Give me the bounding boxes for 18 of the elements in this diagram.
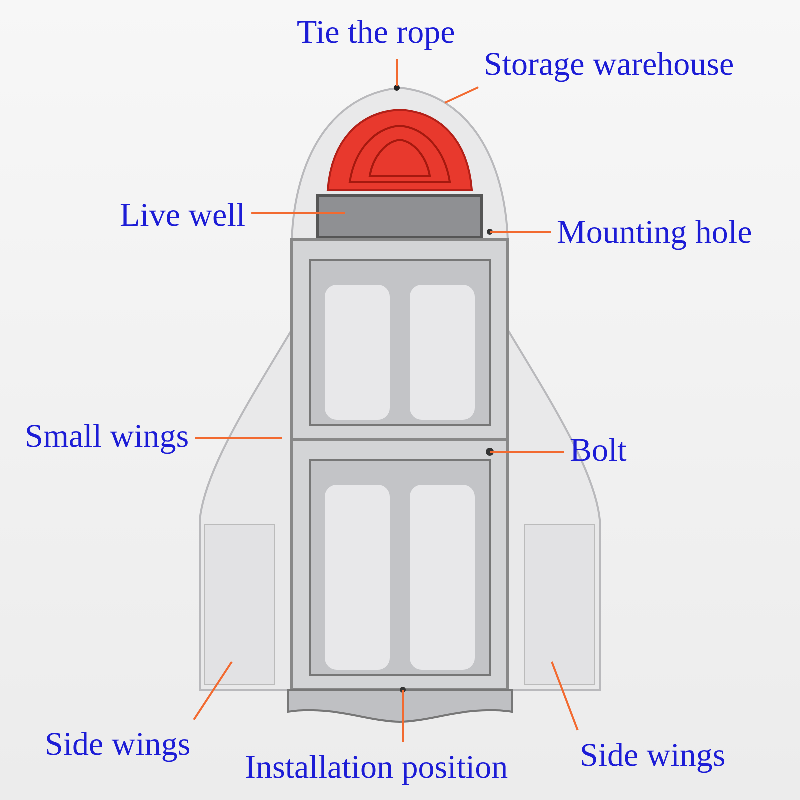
part-label: Installation position [245, 748, 508, 788]
leader-line [490, 451, 564, 453]
part-label: Bolt [570, 431, 627, 471]
leader-line [396, 59, 398, 86]
part-label: Side wings [580, 736, 726, 776]
part-label: Live well [120, 196, 246, 236]
leader-line [402, 690, 404, 742]
leader-line [490, 231, 551, 233]
leader-line [551, 662, 579, 731]
part-label: Small wings [25, 417, 190, 457]
part-label: Side wings [45, 725, 191, 765]
leader-line [193, 661, 233, 721]
leader-line [444, 86, 479, 104]
part-label: Tie the rope [297, 13, 456, 53]
leader-line [195, 437, 282, 439]
leader-line [252, 212, 345, 214]
part-label: Storage warehouse [484, 45, 734, 85]
part-label: Mounting hole [557, 213, 752, 253]
